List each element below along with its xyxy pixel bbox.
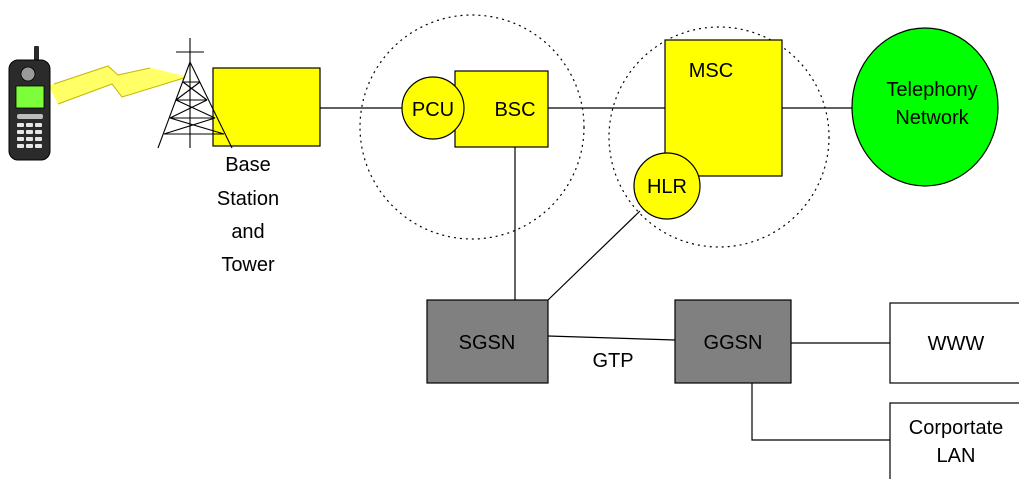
corporate-lan-label-line2: LAN (937, 445, 976, 467)
base-station-label-line3: and (231, 221, 264, 243)
core-cluster-circle (608, 26, 830, 248)
gtp-edge-label: GTP (592, 350, 633, 372)
base-station-label-line1: Base (225, 154, 271, 176)
base-station-box (212, 67, 321, 147)
corporate-lan-node (889, 402, 1019, 479)
pcu-label: PCU (412, 99, 454, 121)
bsc-node (454, 70, 549, 148)
radio-wave-icon (48, 66, 188, 104)
base-station-label-line4: Tower (221, 254, 275, 276)
sgsn-label: SGSN (459, 332, 516, 354)
corporate-lan-label-line1: Corportate (909, 417, 1004, 439)
bss-cluster-circle (359, 14, 585, 240)
telephony-network-node (851, 27, 999, 187)
msc-node (664, 39, 783, 177)
msc-label: MSC (689, 60, 733, 82)
www-label: WWW (928, 333, 985, 355)
base-station-label-line2: Station (217, 188, 279, 210)
edge-sgsn-ggsn (547, 335, 676, 341)
ggsn-node (674, 299, 792, 384)
mobile-phone-icon (8, 46, 51, 161)
sgsn-node (426, 299, 549, 384)
hlr-label: HLR (647, 176, 687, 198)
pcu-node (401, 76, 465, 140)
radio-wave-edge-bottom (57, 77, 185, 105)
bsc-label: BSC (494, 99, 535, 121)
radio-wave-edge-top (53, 65, 151, 85)
ggsn-label: GGSN (704, 332, 763, 354)
connectors (320, 107, 890, 441)
telephony-network-label-line2: Network (895, 107, 969, 129)
edge-ggsn-lan (751, 383, 890, 441)
telephony-network-label-line1: Telephony (886, 79, 977, 101)
edge-hlr-sgsn (547, 210, 641, 301)
www-node (889, 302, 1019, 384)
hlr-node (633, 152, 701, 220)
antenna-tower-icon (157, 38, 233, 149)
